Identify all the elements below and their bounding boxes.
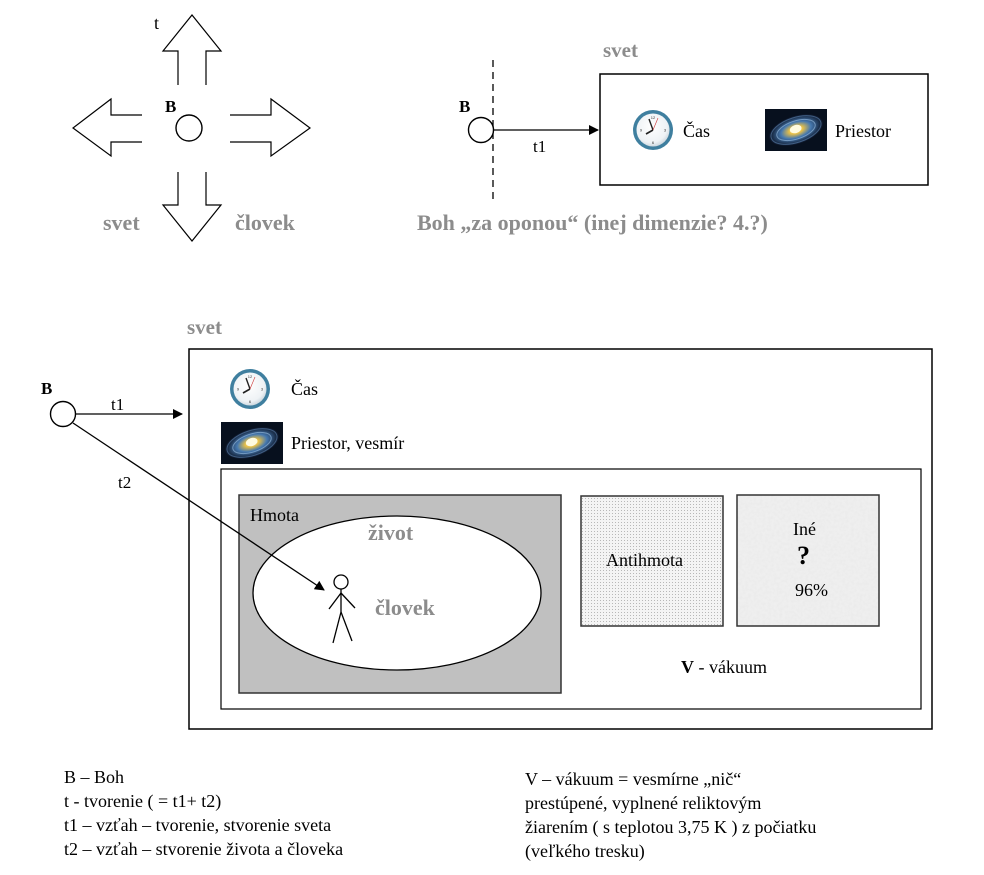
t1-label: t1 bbox=[111, 395, 125, 414]
t2-arrow bbox=[72, 422, 325, 591]
god-node bbox=[467, 116, 495, 144]
legend-line: prestúpené, vyplnené reliktovým bbox=[525, 793, 762, 813]
arrow-up bbox=[161, 14, 223, 85]
antimatter-label: Antihmota bbox=[606, 550, 683, 570]
legend-line: B – Boh bbox=[64, 767, 125, 787]
god-label: B bbox=[165, 97, 177, 116]
diagram1-directions bbox=[71, 14, 312, 242]
legend-line: t - tvorenie ( = t1+ t2) bbox=[64, 791, 222, 811]
god-node bbox=[49, 400, 77, 428]
t2-label: t2 bbox=[118, 473, 132, 492]
diagram2-curtain bbox=[467, 60, 929, 200]
god-label: B bbox=[459, 97, 471, 116]
vacuum-text: - vákuum bbox=[694, 657, 767, 677]
world-title: svet bbox=[603, 38, 638, 62]
legend-line: t2 – vzťah – stvorenie života a človeka bbox=[64, 839, 344, 859]
god-label: B bbox=[41, 379, 53, 398]
space-item-label: Priestor bbox=[835, 121, 891, 141]
arrow-left bbox=[71, 97, 142, 158]
legend-right: V – vákuum = vesmírne „nič“ prestúpené, … bbox=[525, 767, 816, 863]
human-stick-figure bbox=[328, 574, 356, 644]
time-item-label: Čas bbox=[683, 121, 710, 141]
galaxy-icon bbox=[764, 107, 828, 153]
curtain-caption: Boh „za oponou“ (inej dimenzie? 4.?) bbox=[417, 210, 768, 235]
galaxy-icon bbox=[220, 420, 284, 466]
arrow-right bbox=[230, 97, 312, 158]
diagram3-world bbox=[49, 348, 933, 730]
legend-line: V – vákuum = vesmírne „nič“ bbox=[525, 769, 742, 789]
god-node bbox=[175, 114, 203, 142]
time-label: t bbox=[154, 13, 160, 33]
arrow-down bbox=[161, 172, 223, 242]
other-percent: 96% bbox=[795, 580, 828, 600]
space-item-label: Priestor, vesmír bbox=[291, 433, 405, 453]
life-label: život bbox=[368, 520, 414, 545]
other-box bbox=[736, 494, 880, 627]
other-label: Iné bbox=[793, 519, 816, 539]
world-label: svet bbox=[103, 210, 140, 235]
antimatter-box bbox=[580, 495, 724, 627]
clock-icon bbox=[632, 109, 674, 151]
clock-icon bbox=[229, 368, 271, 410]
legend-line: (veľkého tresku) bbox=[525, 841, 645, 861]
legend-line: t1 – vzťah – tvorenie, stvorenie sveta bbox=[64, 815, 332, 835]
time-item-label: Čas bbox=[291, 379, 318, 399]
vacuum-symbol: V bbox=[681, 657, 694, 677]
human-label: človek bbox=[375, 595, 435, 620]
legend-line: žiarením ( s teplotou 3,75 K ) z počiatk… bbox=[525, 817, 817, 837]
world-title: svet bbox=[187, 315, 222, 339]
life-ellipse bbox=[252, 515, 542, 671]
human-label: človek bbox=[235, 210, 295, 235]
legend-left: B – Boh t - tvorenie ( = t1+ t2) t1 – vz… bbox=[64, 765, 343, 861]
question-mark: ? bbox=[797, 541, 810, 570]
matter-label: Hmota bbox=[250, 505, 299, 525]
t1-label: t1 bbox=[533, 137, 547, 156]
vacuum-label: V - vákuum bbox=[681, 658, 767, 676]
